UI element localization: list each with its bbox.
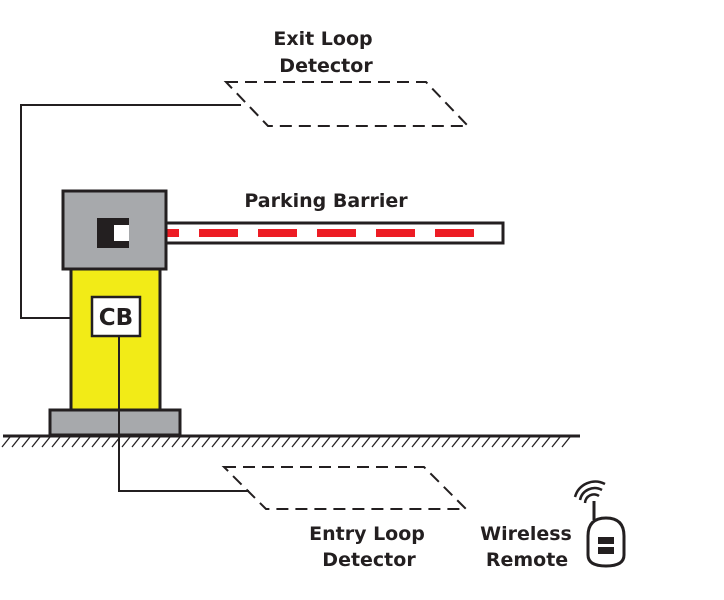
entry-loop-detector [221,466,469,510]
control-box [90,295,142,338]
barrier-base [48,408,182,437]
remote-button-top [598,537,614,544]
ground-hatch-mark [281,436,291,448]
ground-hatch-mark [41,436,51,448]
ground-hatch-mark [11,436,21,448]
ground-hatch-mark [471,436,481,448]
ground-hatch-mark [241,436,251,448]
ground-hatch-mark [171,436,181,448]
exit-loop-wire [20,104,241,319]
ground-hatch-mark [251,436,261,448]
ground-hatch-mark [81,436,91,448]
ground-hatch-mark [371,436,381,448]
ground-hatch-mark [381,436,391,448]
ground-hatch-mark [331,436,341,448]
ground-hatch-mark [461,436,471,448]
ground-hatch-mark [351,436,361,448]
ground-hatch-mark [561,436,571,448]
entry-loop-label-line-1: Entry Loop [309,523,425,545]
ground-hatch-mark [521,436,531,448]
wireless-remote-icon [573,480,626,568]
ground-hatch-mark [551,436,561,448]
ground-hatch-mark [321,436,331,448]
ground-hatch-mark [341,436,351,448]
ground-hatch-mark [181,436,191,448]
ground-hatch-mark [541,436,551,448]
signal-wave-mid-icon [578,486,603,501]
ground-hatch-mark [121,436,131,448]
arm-pivot-inner [114,225,129,241]
ground-hatch-mark [441,436,451,448]
ground-hatch-mark [361,436,371,448]
ground-hatch-mark [231,436,241,448]
ground-hatch-mark [201,436,211,448]
ground-hatch-mark [51,436,61,448]
ground-hatch-mark [311,436,321,448]
ground-hatch-mark [151,436,161,448]
exit-loop-detector [223,81,471,127]
remote-button-bottom [598,547,614,554]
ground-hatch-mark [1,436,11,448]
exit-loop-label-line-2: Detector [279,55,373,77]
ground-hatch-mark [141,436,151,448]
ground-hatch-mark [411,436,421,448]
ground-hatch-mark [221,436,231,448]
ground-hatch-mark [301,436,311,448]
parking-barrier-label: Parking Barrier [244,190,408,212]
ground-hatch-mark [491,436,501,448]
ground-hatch-mark [31,436,41,448]
exit-loop-label-line-1: Exit Loop [273,28,372,50]
ground-hatch-mark [291,436,301,448]
ground-hatch-mark [421,436,431,448]
entry-loop-label-line-2: Detector [322,549,416,571]
barrier-arm [110,221,505,245]
ground-hatch-mark [91,436,101,448]
wireless-remote-label-line-1: Wireless [480,523,572,545]
ground-hatch-mark [451,436,461,448]
entry-loop-wire [118,336,249,492]
wireless-remote-label-line-2: Remote [486,549,568,571]
ground-hatch-mark [431,436,441,448]
ground [1,434,580,448]
barrier-post [69,267,162,412]
ground-hatch-mark [531,436,541,448]
ground-hatch-mark [211,436,221,448]
ground-hatch-mark [191,436,201,448]
ground-hatch-mark [271,436,281,448]
ground-hatch-mark [61,436,71,448]
ground-hatch-mark [71,436,81,448]
ground-hatch-mark [21,436,31,448]
ground-hatch-mark [261,436,271,448]
ground-hatch-mark [131,436,141,448]
signal-wave-inner-icon [583,493,600,504]
signal-wave-outer-icon [573,480,606,498]
ground-hatch-mark [391,436,401,448]
ground-hatch-mark [161,436,171,448]
ground-hatch-mark [401,436,411,448]
ground-hatching [1,436,571,448]
ground-hatch-mark [101,436,111,448]
ground-hatch-mark [481,436,491,448]
ground-hatch-mark [501,436,511,448]
control-box-label: CB [99,305,133,331]
ground-hatch-mark [511,436,521,448]
